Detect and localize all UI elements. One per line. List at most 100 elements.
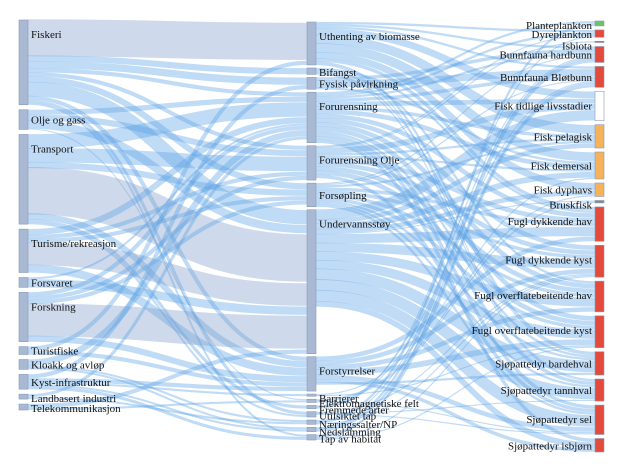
link-pressure-target-79 xyxy=(315,36,596,409)
link-pressure-target-6 xyxy=(315,51,596,191)
pressure-label-0: Uthenting av biomasse xyxy=(319,31,420,43)
link-pressure-target-39 xyxy=(315,165,596,294)
target-node-0[interactable] xyxy=(594,20,605,27)
link-pressure-target-23 xyxy=(315,109,596,170)
link-pressure-target-9 xyxy=(315,63,596,381)
target-node-7[interactable] xyxy=(594,151,605,180)
source-node-1[interactable] xyxy=(18,109,29,130)
target-node-5[interactable] xyxy=(594,90,605,122)
target-node-14[interactable] xyxy=(594,351,605,376)
link-pressure-target-52 xyxy=(315,110,596,220)
source-node-3[interactable] xyxy=(18,228,29,273)
pressure-node-2[interactable] xyxy=(306,77,317,90)
link-source-pressure-30 xyxy=(27,200,308,305)
pressure-node-1[interactable] xyxy=(306,67,317,75)
link-pressure-target-90 xyxy=(315,275,596,439)
target-node-17[interactable] xyxy=(594,438,605,453)
link-pressure-target-76 xyxy=(315,401,596,434)
link-source-pressure-14 xyxy=(27,102,308,149)
target-node-10[interactable] xyxy=(594,206,605,242)
link-source-pressure-27 xyxy=(27,279,308,315)
pressure-node-13[interactable] xyxy=(306,427,317,432)
target-node-3[interactable] xyxy=(594,46,605,63)
link-pressure-target-8 xyxy=(315,61,596,355)
link-source-pressure-13 xyxy=(27,128,308,401)
source-node-6[interactable] xyxy=(18,346,29,355)
pressure-node-0[interactable] xyxy=(306,21,317,66)
link-source-pressure-19 xyxy=(27,219,308,409)
link-pressure-target-49 xyxy=(315,200,596,361)
source-node-8[interactable] xyxy=(18,374,29,390)
source-node-2[interactable] xyxy=(18,134,29,225)
link-source-pressure-35 xyxy=(27,129,308,366)
link-source-pressure-44 xyxy=(27,397,308,425)
link-pressure-target-45 xyxy=(315,187,596,227)
target-node-1[interactable] xyxy=(594,29,605,38)
target-node-8[interactable] xyxy=(594,182,605,197)
source-node-5[interactable] xyxy=(18,292,29,342)
link-pressure-target-18 xyxy=(315,32,596,97)
link-source-pressure-8 xyxy=(27,99,308,415)
link-pressure-target-81 xyxy=(315,399,596,414)
pressure-node-3[interactable] xyxy=(306,91,317,144)
pressure-node-7[interactable] xyxy=(306,356,317,392)
pressure-node-8[interactable] xyxy=(306,393,317,397)
link-source-pressure-15 xyxy=(27,147,308,172)
source-label-9: Landbasert industri xyxy=(31,393,116,405)
target-node-15[interactable] xyxy=(594,378,605,402)
target-node-6[interactable] xyxy=(594,124,605,149)
pressure-label-13: Nedslamming xyxy=(319,426,381,438)
source-node-10[interactable] xyxy=(18,403,29,411)
link-source-pressure-2 xyxy=(27,61,308,85)
link-pressure-target-68 xyxy=(315,339,596,376)
link-source-pressure-24 xyxy=(27,242,308,306)
link-pressure-target-13 xyxy=(315,73,596,382)
source-node-0[interactable] xyxy=(18,19,29,106)
target-node-12[interactable] xyxy=(594,280,605,313)
link-pressure-target-53 xyxy=(315,143,596,224)
target-label-2: Isbiota xyxy=(562,40,592,52)
pressure-node-6[interactable] xyxy=(306,209,317,354)
target-node-13[interactable] xyxy=(594,315,605,349)
link-pressure-target-36 xyxy=(315,155,596,172)
target-node-16[interactable] xyxy=(594,404,605,435)
target-label-3: Bunnfauna hardbunn xyxy=(499,49,592,61)
link-pressure-target-11 xyxy=(315,70,596,284)
link-source-pressure-34 xyxy=(27,350,308,387)
target-node-4[interactable] xyxy=(594,66,605,88)
pressure-node-14[interactable] xyxy=(306,434,317,441)
link-pressure-target-63 xyxy=(315,289,596,427)
source-node-4[interactable] xyxy=(18,277,29,288)
source-node-7[interactable] xyxy=(18,359,29,370)
link-pressure-target-75 xyxy=(315,201,596,402)
link-pressure-target-16 xyxy=(315,87,596,165)
link-pressure-target-25 xyxy=(315,117,596,251)
link-pressure-target-42 xyxy=(315,55,596,185)
pressure-node-4[interactable] xyxy=(306,145,317,181)
source-label-7: Kloakk og avløp xyxy=(31,359,105,371)
target-node-11[interactable] xyxy=(594,244,605,278)
link-pressure-target-65 xyxy=(315,236,596,362)
link-pressure-target-64 xyxy=(315,300,596,449)
link-pressure-target-72 xyxy=(315,177,596,396)
pressure-node-5[interactable] xyxy=(306,182,317,208)
link-pressure-target-33 xyxy=(315,41,596,148)
target-node-2[interactable] xyxy=(594,40,605,43)
source-node-9[interactable] xyxy=(18,393,29,400)
pressure-label-5: Forsøpling xyxy=(319,190,367,202)
pressure-node-12[interactable] xyxy=(306,419,317,425)
link-pressure-target-10 xyxy=(315,67,596,213)
link-pressure-target-21 xyxy=(315,98,596,107)
link-source-pressure-4 xyxy=(27,72,308,150)
target-node-9[interactable] xyxy=(594,200,605,204)
pressure-node-10[interactable] xyxy=(306,405,317,409)
link-pressure-target-1 xyxy=(315,24,596,49)
link-pressure-target-44 xyxy=(315,140,596,188)
pressure-node-9[interactable] xyxy=(306,398,317,403)
link-source-pressure-5 xyxy=(27,76,308,190)
link-source-pressure-21 xyxy=(27,117,308,236)
link-source-pressure-18 xyxy=(27,213,308,368)
pressure-node-11[interactable] xyxy=(306,411,317,418)
link-pressure-target-14 xyxy=(315,49,596,81)
